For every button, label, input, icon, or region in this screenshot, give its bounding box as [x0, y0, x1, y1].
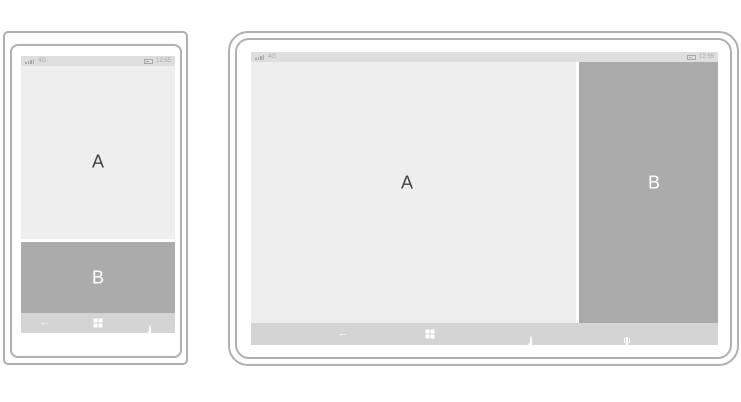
tablet-pane-a: A: [251, 62, 576, 323]
signal-icon: [255, 54, 264, 60]
back-arrow-icon[interactable]: ←: [39, 316, 51, 329]
tablet-pane-b: B: [579, 62, 718, 323]
network-label: 4G: [38, 58, 47, 64]
tablet-device: 4G 12:55 A B ←: [228, 31, 739, 366]
battery-icon: [143, 58, 153, 64]
search-icon[interactable]: [530, 336, 532, 350]
tablet-screen: 4G 12:55 A B ←: [251, 52, 718, 351]
phone-device: 4G 12:55 A B ←: [3, 31, 188, 365]
pane-b-label: B: [647, 172, 661, 193]
tablet-screen-bezel: 4G 12:55 A B ←: [235, 38, 732, 359]
tablet-status-bar: 4G 12:55: [251, 52, 718, 62]
tablet-nav-bar: ←: [251, 323, 718, 351]
battery-icon: [686, 54, 696, 60]
clock-time: 12:55: [155, 58, 171, 64]
phone-nav-bar: ←: [21, 313, 175, 339]
back-arrow-icon[interactable]: ←: [337, 327, 349, 340]
pane-b-label: B: [91, 267, 105, 288]
clock-time: 12:55: [698, 54, 714, 60]
pane-a-label: A: [400, 172, 414, 193]
search-icon[interactable]: [149, 325, 151, 339]
signal-icon: [25, 58, 34, 64]
windows-logo-icon[interactable]: [93, 318, 103, 328]
phone-screen-bezel: 4G 12:55 A B ←: [10, 44, 182, 358]
phone-pane-b: B: [21, 242, 175, 313]
windows-logo-icon[interactable]: [425, 329, 435, 339]
network-label: 4G: [268, 54, 277, 60]
pane-a-label: A: [91, 151, 105, 172]
task-view-icon[interactable]: [626, 337, 628, 351]
phone-screen: 4G 12:55 A B ←: [21, 56, 175, 343]
phone-status-bar: 4G 12:55: [21, 56, 175, 66]
phone-pane-a: A: [21, 66, 175, 239]
